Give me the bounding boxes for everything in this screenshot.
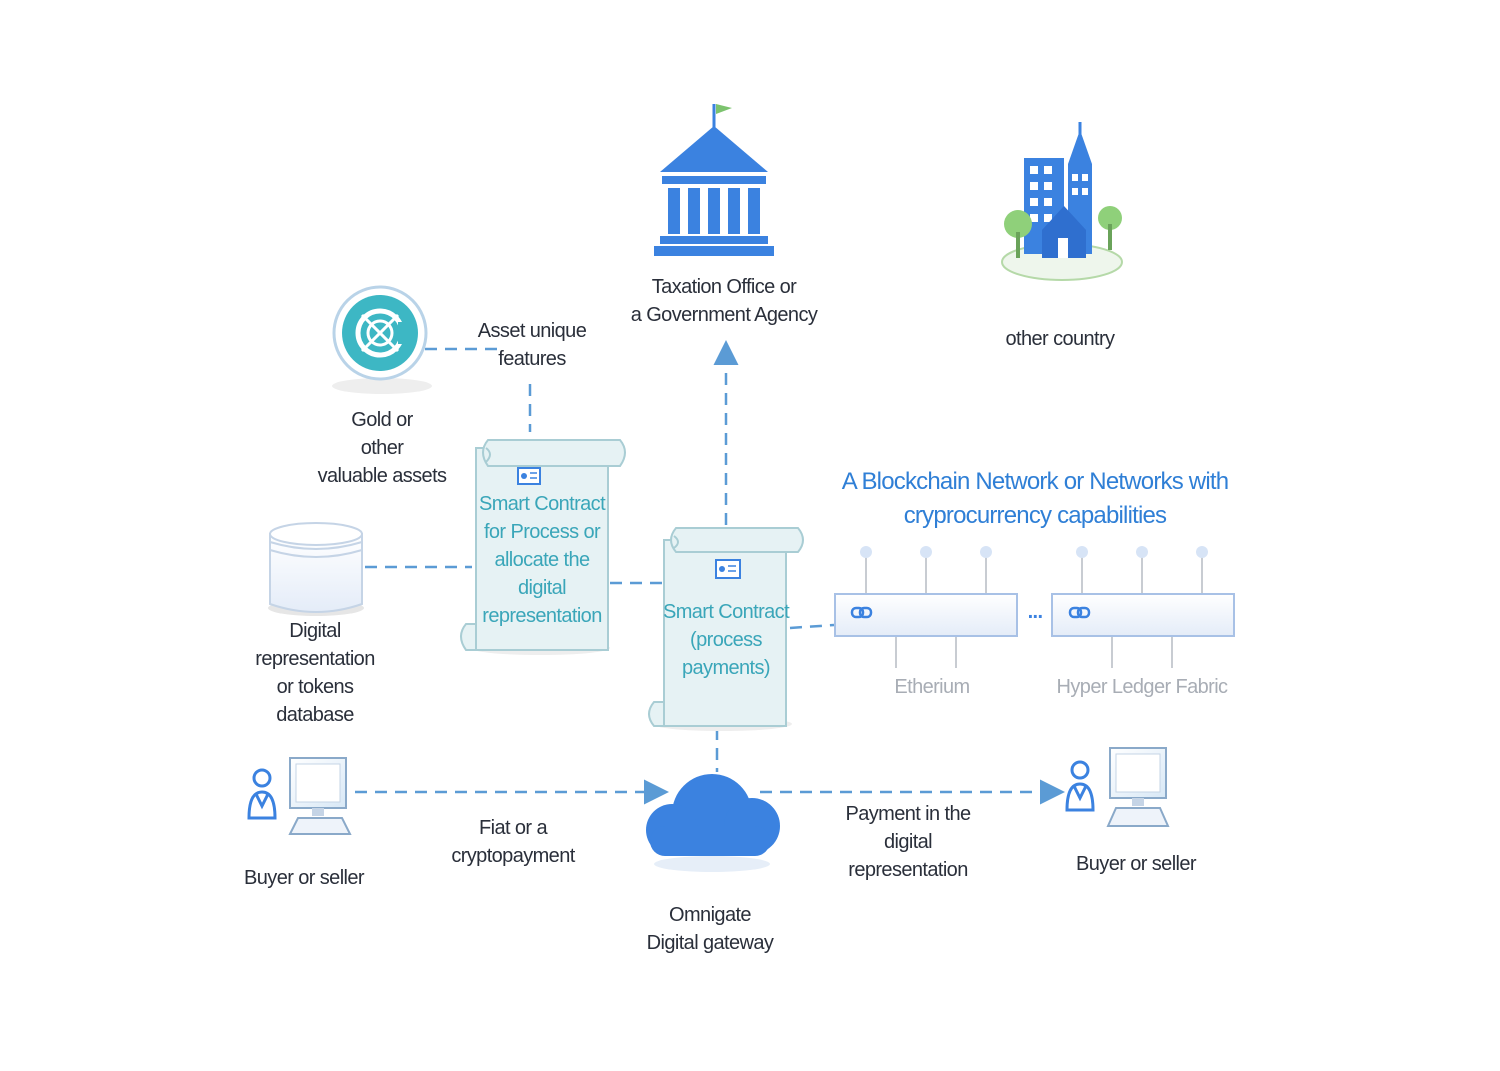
smart-contract-payments-label: Smart Contract (process payments): [662, 601, 790, 679]
other-country-label: other country: [1005, 328, 1116, 350]
city-icon: [1001, 122, 1123, 281]
ethereum-label: Etherium: [894, 676, 970, 698]
computer-icon: [1106, 747, 1170, 827]
chain-link-icon: [1068, 606, 1091, 619]
vault-coin-icon: [332, 285, 432, 394]
blockchain-node-ethereum: [834, 546, 1018, 668]
tax-office-label: Taxation Office or a Government Agency: [630, 276, 818, 326]
gateway-label: Omnigate Digital gateway: [646, 904, 774, 954]
hyperledger-label: Hyper Ledger Fabric: [1056, 676, 1229, 698]
blockchain-network-title: A Blockchain Network or Networks with cr…: [841, 468, 1229, 529]
buyer-right-label: Buyer or seller: [1076, 853, 1197, 875]
scroll-icon-allocate: [460, 439, 626, 655]
user-icon: [247, 768, 277, 820]
smart-contract-allocate-label: Smart Contract for Process or allocate t…: [478, 493, 606, 627]
user-computer-icon-right: [1065, 747, 1170, 827]
tokens-database-label: Digital representation or tokens databas…: [255, 620, 375, 726]
network-ellipsis: ...: [1027, 601, 1043, 623]
asset-features-label: Asset unique features: [477, 320, 587, 370]
edge-contract-to-blockchain: [789, 623, 835, 630]
digital-payment-label: Payment in the digital representation: [845, 803, 971, 881]
user-icon: [1065, 760, 1095, 812]
blockchain-node-hyperledger: [1051, 546, 1235, 668]
chain-link-icon: [850, 606, 873, 619]
database-icon: [268, 522, 364, 616]
buyer-left-label: Buyer or seller: [244, 867, 365, 889]
scroll-icon-payments: [648, 527, 804, 731]
computer-icon: [288, 757, 352, 835]
fiat-payment-label: Fiat or a cryptopayment: [451, 817, 575, 867]
user-computer-icon-left: [247, 757, 352, 835]
government-building-icon: [654, 104, 774, 256]
gold-assets-label: Gold or other valuable assets: [317, 409, 447, 487]
connectors: [355, 340, 1065, 805]
cloud-icon: [646, 774, 780, 872]
